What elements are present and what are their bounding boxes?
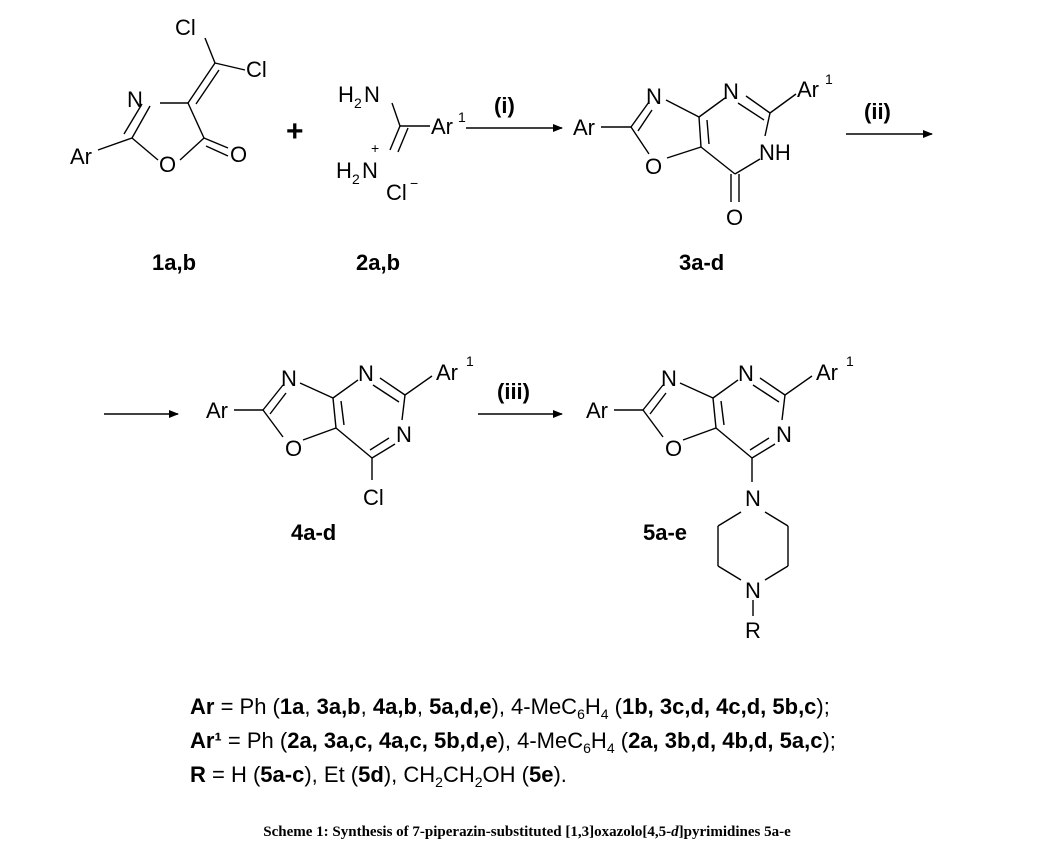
atom-n: N <box>281 366 297 391</box>
legend-row-ar: Ar = Ph (1a, 3a,b, 4a,b, 5a,d,e), 4-MeC6… <box>190 694 830 722</box>
compound-1-structure: N O O Ar Cl Cl <box>70 15 267 177</box>
legend-row-r: R = H (5a-c), Et (5d), CH2CH2OH (5e). <box>190 762 567 790</box>
compound-label: 4a-d <box>291 520 336 545</box>
compound-label: 5a-e <box>643 520 687 545</box>
superscript-1: 1 <box>466 353 474 369</box>
subscript-2: 2 <box>352 171 360 187</box>
atom-n: N <box>738 361 754 386</box>
atom-ar1: Ar <box>431 114 453 139</box>
charge-plus: + <box>371 140 379 156</box>
atom-h: H <box>336 158 352 183</box>
atom-ar: Ar <box>586 398 608 423</box>
superscript-1: 1 <box>846 353 854 369</box>
atom-r: R <box>745 618 761 643</box>
compound-4-structure: Ar N O N Ar 1 N Cl <box>206 353 474 510</box>
plus-sign: + <box>286 115 304 148</box>
atom-n: N <box>776 422 792 447</box>
atom-n: N <box>745 486 761 511</box>
atom-o: O <box>230 142 247 167</box>
atom-nh: NH <box>759 140 791 165</box>
atom-o: O <box>285 436 302 461</box>
reaction-scheme: N O O Ar Cl Cl + H 2 N Ar 1 + H 2 N Cl −… <box>70 15 933 643</box>
atom-n: N <box>661 366 677 391</box>
atom-n: N <box>364 82 380 107</box>
atom-o: O <box>645 154 662 179</box>
atom-ar: Ar <box>70 144 92 169</box>
compound-label: 3a-d <box>679 250 724 275</box>
compound-3-structure: Ar N O N Ar 1 NH O <box>573 71 833 230</box>
legend-label: Ar¹ <box>190 728 222 753</box>
atom-ar1: Ar <box>816 360 838 385</box>
atom-n: N <box>745 578 761 603</box>
substituent-legend: Ar = Ph (1a, 3a,b, 4a,b, 5a,d,e), 4-MeC6… <box>190 690 836 792</box>
atom-o: O <box>665 436 682 461</box>
superscript-1: 1 <box>458 109 466 125</box>
legend-label: Ar <box>190 694 215 719</box>
atom-ar: Ar <box>573 115 595 140</box>
atom-n: N <box>723 79 739 104</box>
legend-label: R <box>190 762 206 787</box>
legend-row-ar1: Ar¹ = Ph (2a, 3a,c, 4a,c, 5b,d,e), 4-MeC… <box>190 728 836 756</box>
compound-label: 1a,b <box>152 250 196 275</box>
atom-cl-anion: Cl <box>386 180 407 205</box>
scheme-caption: Scheme 1: Synthesis of 7-piperazin-subst… <box>263 824 791 840</box>
charge-minus: − <box>410 175 418 191</box>
atom-n: N <box>362 158 378 183</box>
atom-o: O <box>726 205 743 230</box>
superscript-1: 1 <box>825 71 833 87</box>
atom-o: O <box>159 152 176 177</box>
atom-cl: Cl <box>175 15 196 40</box>
atom-cl: Cl <box>246 57 267 82</box>
atom-ar1: Ar <box>797 77 819 102</box>
compound-5-structure: Ar N O N Ar 1 N N N R <box>586 353 854 643</box>
atom-n: N <box>127 87 143 112</box>
atom-n: N <box>396 422 412 447</box>
atom-ar: Ar <box>206 398 228 423</box>
atom-n: N <box>646 84 662 109</box>
compound-2-structure: H 2 N Ar 1 + H 2 N Cl − <box>336 82 466 205</box>
compound-label: 2a,b <box>356 250 400 275</box>
atom-h: H <box>338 82 354 107</box>
subscript-2: 2 <box>354 95 362 111</box>
step-label: (i) <box>494 93 515 118</box>
atom-cl: Cl <box>363 485 384 510</box>
atom-ar1: Ar <box>436 360 458 385</box>
step-label: (iii) <box>497 379 530 404</box>
step-label: (ii) <box>864 99 891 124</box>
atom-n: N <box>358 361 374 386</box>
